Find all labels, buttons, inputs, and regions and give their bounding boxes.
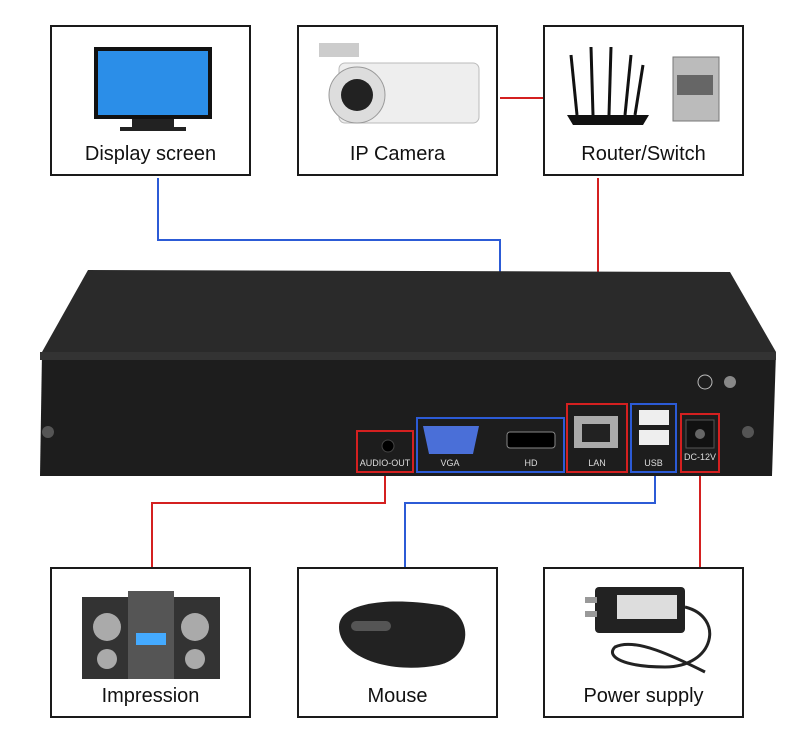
- device-power-supply: Power supply: [543, 567, 744, 718]
- device-label: Mouse: [367, 685, 428, 707]
- nvr-recorder: [40, 270, 776, 476]
- power-adapter-icon: [545, 577, 742, 685]
- device-label: Router/Switch: [581, 143, 706, 165]
- router-icon: [545, 35, 742, 143]
- port-label-dc-12v: DC-12V: [683, 452, 716, 462]
- speaker-icon: [52, 577, 249, 685]
- port-label-lan: LAN: [588, 458, 606, 468]
- device-router-switch: Router/Switch: [543, 25, 744, 176]
- port-label-vga: VGA: [440, 458, 460, 468]
- device-mouse: Mouse: [297, 567, 498, 718]
- port-label-usb: USB: [644, 458, 663, 468]
- camera-icon: [299, 35, 496, 143]
- device-speaker: Impression: [50, 567, 251, 718]
- mouse-icon: [299, 577, 496, 685]
- device-label: Power supply: [583, 685, 704, 707]
- device-label: Display screen: [84, 143, 217, 165]
- device-display-screen: Display screen: [50, 25, 251, 176]
- cable-audio-speaker: [151, 472, 386, 567]
- port-label-audio-out: AUDIO-OUT: [359, 458, 411, 468]
- cable-usb-mouse: [404, 472, 656, 567]
- monitor-icon: [52, 35, 249, 143]
- port-label-hd: HD: [524, 458, 538, 468]
- device-label: IP Camera: [349, 143, 446, 165]
- device-label: Impression: [101, 685, 200, 707]
- device-ip-camera: IP Camera: [297, 25, 498, 176]
